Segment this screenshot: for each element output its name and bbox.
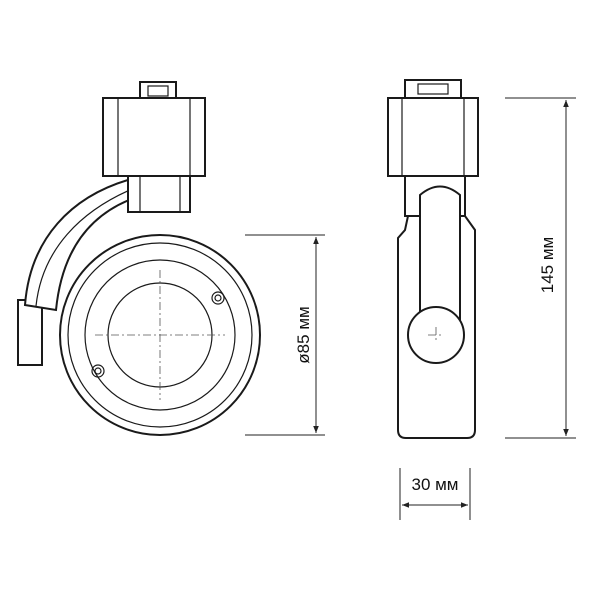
arm [419, 185, 461, 321]
width-dimension: 30 мм [399, 468, 471, 520]
side-view [387, 79, 479, 439]
side-bracket [17, 299, 43, 366]
track-connector [404, 79, 462, 99]
diameter-dimension: ø85 мм [245, 234, 325, 436]
screw [211, 291, 225, 305]
front-view [17, 81, 261, 436]
screw [91, 364, 105, 378]
diameter-label: ø85 мм [294, 306, 313, 363]
height-dimension: 145 мм [505, 97, 576, 439]
height-label: 145 мм [538, 237, 557, 293]
adapter-housing [102, 97, 206, 177]
width-label: 30 мм [411, 475, 458, 494]
neck [127, 175, 191, 213]
